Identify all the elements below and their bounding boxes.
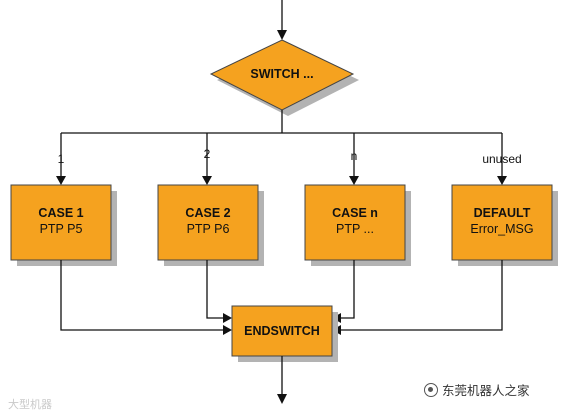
case-1-box <box>10 184 112 261</box>
branch-label-n: n <box>351 149 358 163</box>
branch-arrowhead-2 <box>202 176 212 185</box>
merge-line-2 <box>206 260 224 319</box>
exit-arrowhead <box>277 394 287 404</box>
merge-arrowhead-1 <box>223 325 232 335</box>
merge-line-1 <box>60 260 224 331</box>
merge-arrowhead-2 <box>223 313 232 323</box>
endswitch-label: ENDSWITCH <box>244 324 320 338</box>
wechat-icon <box>424 382 438 397</box>
watermark-right-text: 东莞机器人之家 <box>442 383 530 398</box>
branch-label-2: 2 <box>204 147 211 161</box>
default-box <box>451 184 553 261</box>
default-subtitle: Error_MSG <box>470 222 533 236</box>
watermark-right: 东莞机器人之家 <box>424 380 530 399</box>
case-1-title: CASE 1 <box>38 206 83 220</box>
branch-arrowhead-default <box>497 176 507 185</box>
entry-arrowhead <box>277 30 287 40</box>
case-n-subtitle: PTP ... <box>336 222 374 236</box>
case-1-subtitle: PTP P5 <box>40 222 83 236</box>
branch-label-default: unused <box>482 152 521 166</box>
branch-label-1: 1 <box>58 152 65 166</box>
case-n-box <box>304 184 406 261</box>
case-2-subtitle: PTP P6 <box>187 222 230 236</box>
branch-arrowhead-n <box>349 176 359 185</box>
endswitch-box <box>231 305 333 357</box>
case-2-title: CASE 2 <box>185 206 230 220</box>
branch-arrowhead-1 <box>56 176 66 185</box>
merge-line-default <box>340 260 503 331</box>
case-2-box <box>157 184 259 261</box>
merge-line-n <box>340 260 355 319</box>
watermark-left: 大型机器 <box>8 398 52 411</box>
switch-label: SWITCH ... <box>250 67 313 81</box>
case-n-title: CASE n <box>332 206 378 220</box>
default-title: DEFAULT <box>474 206 531 220</box>
